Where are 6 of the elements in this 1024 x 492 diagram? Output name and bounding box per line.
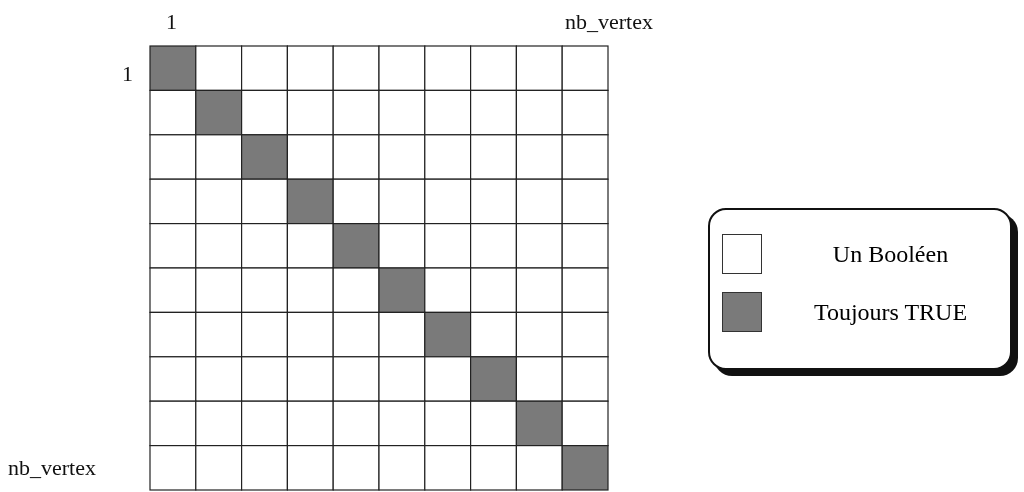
row-index-label: 1	[122, 62, 133, 86]
legend-text: Un Booléen	[831, 240, 950, 268]
legend-text: Toujours TRUE	[812, 298, 969, 326]
column-index-label: 1	[166, 10, 177, 34]
column-index-label: nb_vertex	[565, 10, 653, 34]
row-index-label: nb_vertex	[8, 456, 96, 480]
